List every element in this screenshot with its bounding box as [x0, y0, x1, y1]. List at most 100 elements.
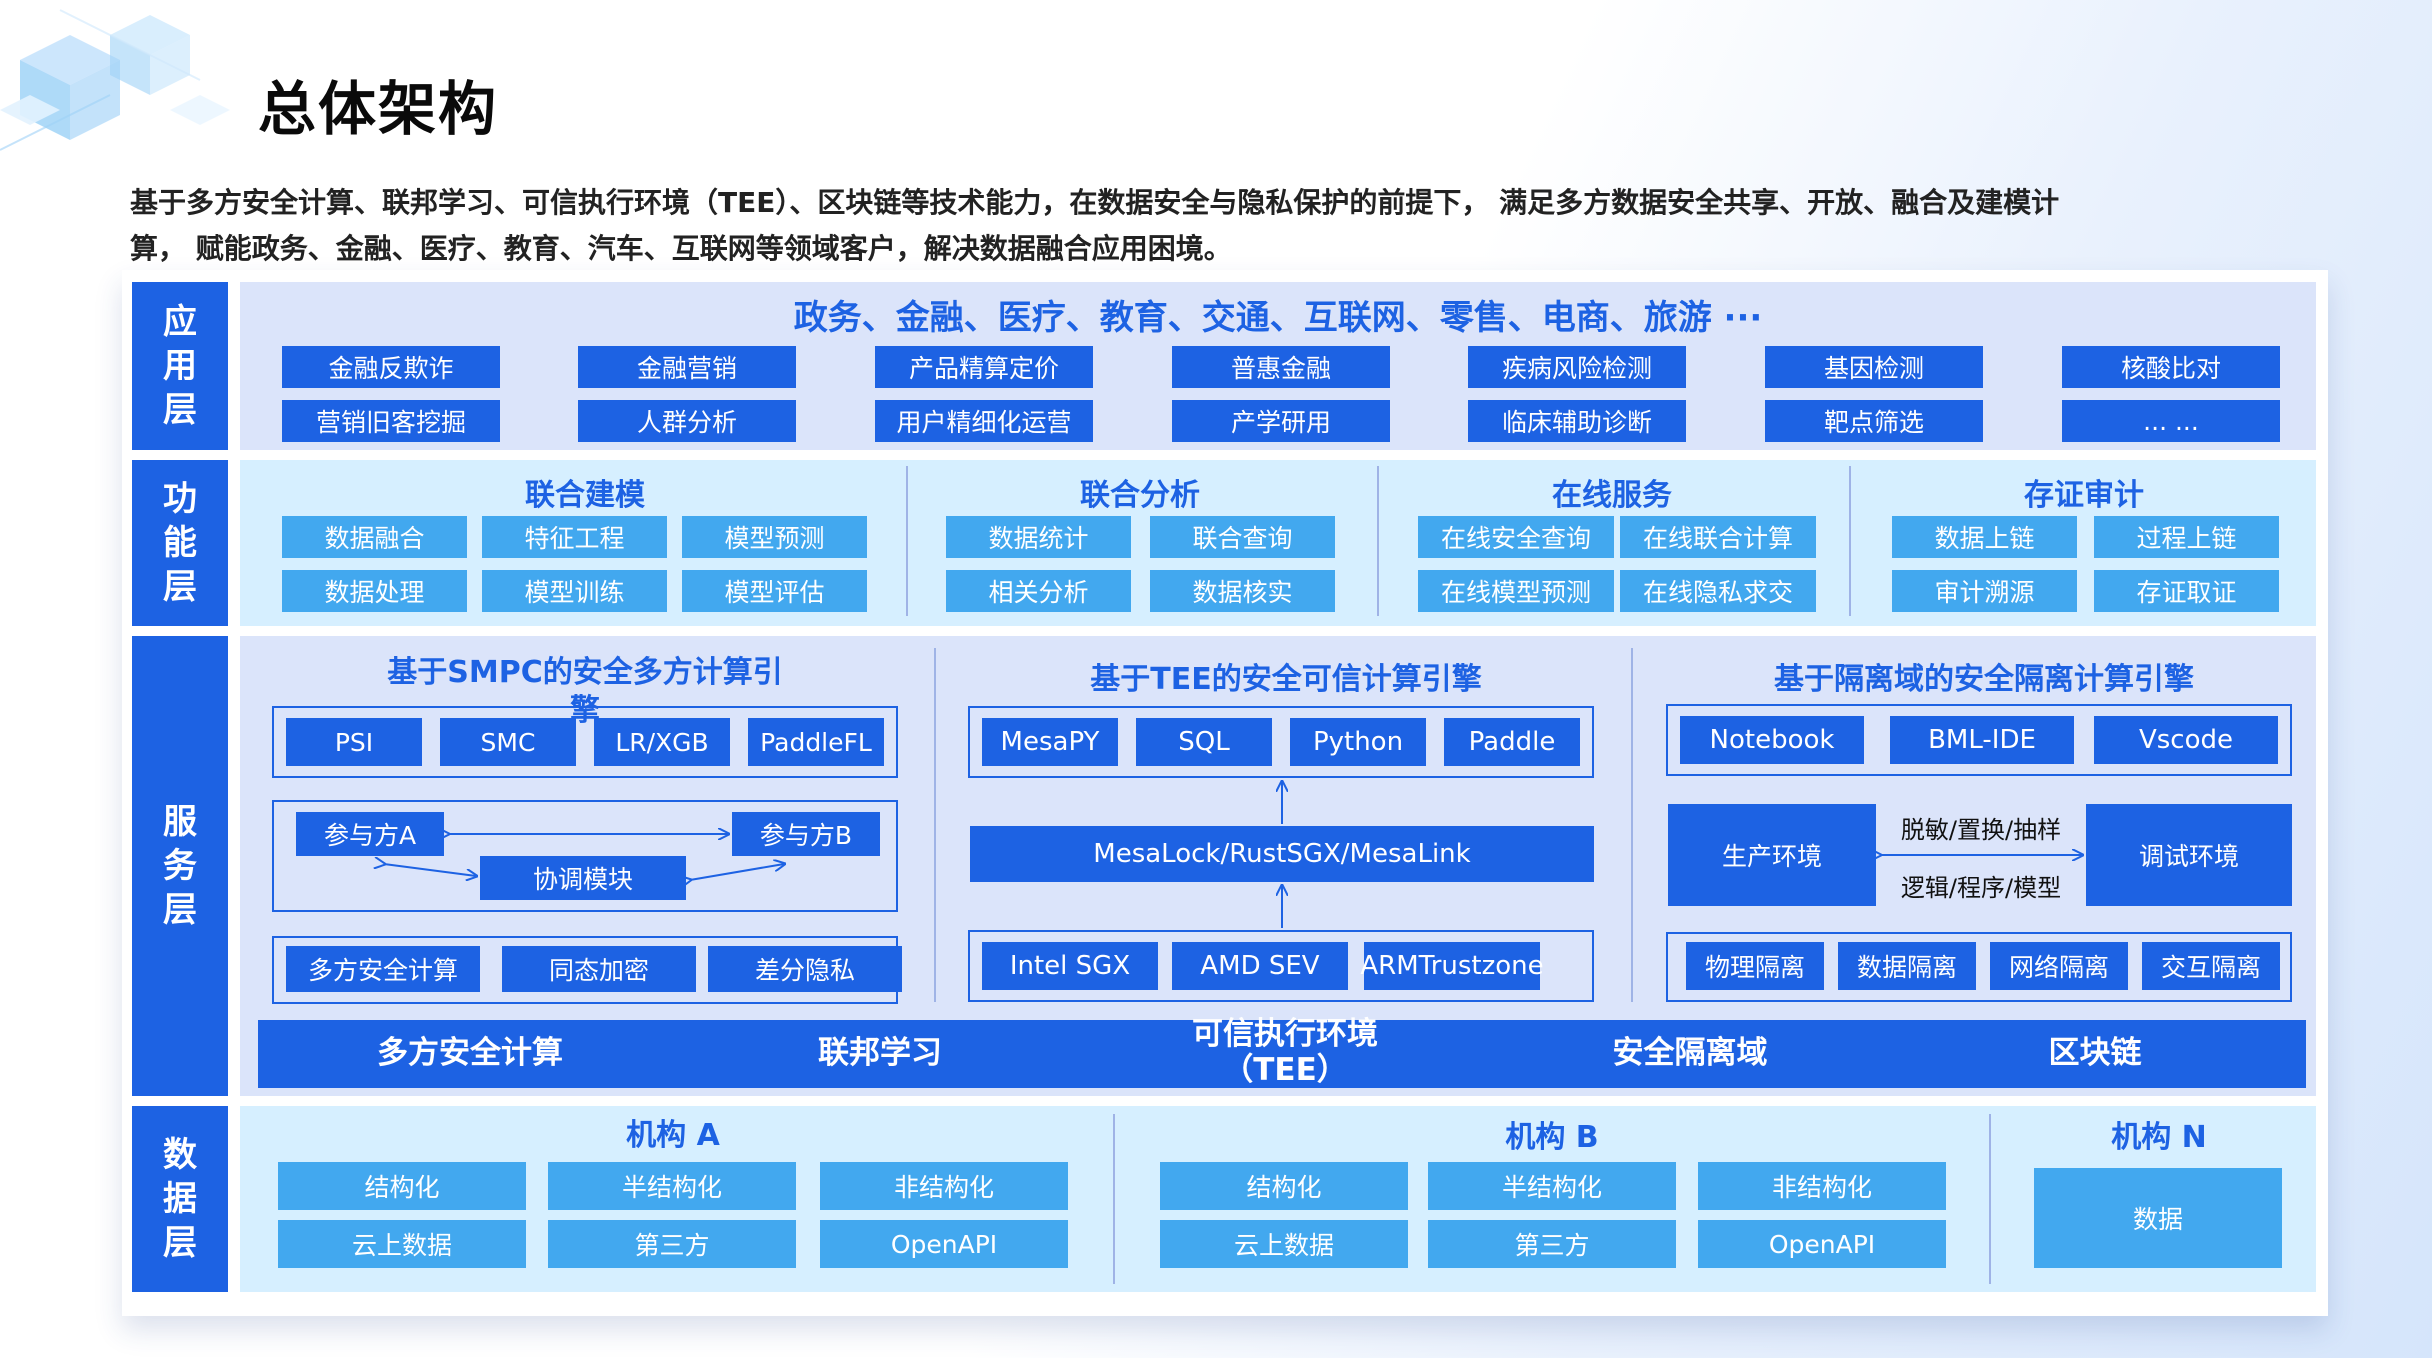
- function-group-title: 存证审计: [2024, 478, 2144, 513]
- isolation-ide-frame: [1666, 704, 2292, 776]
- layer-label-data: 数据层: [132, 1106, 228, 1292]
- isolation-ide-box: Vscode: [2094, 716, 2278, 764]
- smpc-technique-box: 差分隐私: [708, 946, 902, 992]
- foundation-mpc: 多方安全计算: [377, 1035, 563, 1071]
- coordinator-box: 协调模块: [480, 856, 686, 900]
- data-source-box: 半结构化: [548, 1162, 796, 1210]
- org-n-title: 机构 N: [2111, 1120, 2207, 1155]
- layer-label-service: 服务层: [132, 636, 228, 1096]
- app-scenario-box: ... ...: [2062, 400, 2280, 442]
- function-item-box: 数据处理: [282, 570, 467, 612]
- function-item-box: 数据上链: [1892, 516, 2077, 558]
- tee-hardware-box: ARMTrustzone: [1360, 942, 1544, 990]
- layer-label-function: 功能层: [132, 460, 228, 626]
- smpc-algorithm-box: SMC: [440, 718, 576, 766]
- app-scenario-box: 营销旧客挖掘: [282, 400, 500, 442]
- function-item-box: 在线模型预测: [1418, 570, 1614, 612]
- function-divider: [1377, 466, 1379, 616]
- flow-label-top: 脱敏/置换/抽样: [1900, 816, 2062, 844]
- app-scenario-box: 用户精细化运营: [875, 400, 1093, 442]
- function-item-box: 存证取证: [2094, 570, 2279, 612]
- isolation-engine-title: 基于隔离域的安全隔离计算引擎: [1774, 662, 2194, 697]
- function-item-box: 模型预测: [682, 516, 867, 558]
- isolation-types-frame: [1666, 932, 2292, 1002]
- foundation-fl: 联邦学习: [818, 1035, 942, 1071]
- smpc-algorithm-box: PSI: [286, 718, 422, 766]
- page-title: 总体架构: [258, 75, 499, 143]
- service-divider: [934, 648, 936, 1002]
- intro-line-1: 基于多方安全计算、联邦学习、可信执行环境（TEE）、区块链等技术能力，在数据安全…: [130, 186, 2060, 219]
- function-divider: [1849, 466, 1851, 616]
- foundation-tee-line-1: 可信执行环境: [1192, 1016, 1378, 1052]
- isolation-type-box: 物理隔离: [1686, 942, 1824, 990]
- party-b-box: 参与方B: [732, 812, 880, 856]
- function-item-box: 数据核实: [1150, 570, 1335, 612]
- data-source-box: OpenAPI: [820, 1220, 1068, 1268]
- foundation-isolation: 安全隔离域: [1612, 1035, 1768, 1071]
- flow-label-bottom: 逻辑/程序/模型: [1900, 874, 2062, 902]
- data-source-box: 非结构化: [820, 1162, 1068, 1210]
- app-scenario-box: 普惠金融: [1172, 346, 1390, 388]
- isolation-type-box: 数据隔离: [1838, 942, 1976, 990]
- app-scenario-box: 核酸比对: [2062, 346, 2280, 388]
- function-item-box: 数据融合: [282, 516, 467, 558]
- tee-hardware-box: AMD SEV: [1172, 942, 1348, 990]
- smpc-participants-frame: [272, 800, 898, 912]
- foundation-bar: [258, 1020, 2306, 1088]
- function-item-box: 特征工程: [482, 516, 667, 558]
- data-source-box: 云上数据: [278, 1220, 526, 1268]
- foundation-tee-line-2: （TEE）: [1222, 1052, 1348, 1088]
- app-scenario-box: 疾病风险检测: [1468, 346, 1686, 388]
- app-scenario-box: 基因检测: [1765, 346, 1983, 388]
- function-item-box: 在线联合计算: [1620, 516, 1816, 558]
- function-item-box: 模型训练: [482, 570, 667, 612]
- smpc-title-line-1: 基于SMPC的安全多方计算引: [387, 655, 783, 690]
- tee-runtime-box: Paddle: [1444, 718, 1580, 766]
- data-source-box: 第三方: [1428, 1220, 1676, 1268]
- smpc-algorithm-box: LR/XGB: [594, 718, 730, 766]
- function-group-title: 联合建模: [525, 478, 645, 513]
- function-item-box: 联合查询: [1150, 516, 1335, 558]
- function-item-box: 数据统计: [946, 516, 1131, 558]
- intro-line-2: 算， 赋能政务、金融、医疗、教育、汽车、互联网等领域客户，解决数据融合应用困境。: [130, 232, 1232, 265]
- smpc-technique-box: 多方安全计算: [286, 946, 480, 992]
- function-group-title: 在线服务: [1552, 478, 1672, 513]
- org-b-title: 机构 B: [1505, 1120, 1599, 1155]
- app-scenario-box: 人群分析: [578, 400, 796, 442]
- function-item-box: 过程上链: [2094, 516, 2279, 558]
- isolation-ide-box: BML-IDE: [1890, 716, 2074, 764]
- function-item-box: 审计溯源: [1892, 570, 2077, 612]
- tee-middleware-box: MesaLock/RustSGX/MesaLink: [970, 826, 1594, 882]
- layer-label-app: 应用层: [132, 282, 228, 450]
- tee-hardware-box: Intel SGX: [982, 942, 1158, 990]
- service-divider: [1631, 648, 1633, 1002]
- isolation-type-box: 网络隔离: [1990, 942, 2128, 990]
- data-source-box: 第三方: [548, 1220, 796, 1268]
- tee-runtimes-frame: [968, 706, 1594, 778]
- data-divider: [1989, 1114, 1991, 1284]
- function-item-box: 在线安全查询: [1418, 516, 1614, 558]
- app-scenario-box: 产学研用: [1172, 400, 1390, 442]
- data-source-box: OpenAPI: [1698, 1220, 1946, 1268]
- tee-runtime-box: SQL: [1136, 718, 1272, 766]
- app-scenario-box: 靶点筛选: [1765, 400, 1983, 442]
- tee-engine-title: 基于TEE的安全可信计算引擎: [1090, 662, 1482, 697]
- function-item-box: 在线隐私求交: [1620, 570, 1816, 612]
- org-n-data-box: 数据: [2034, 1168, 2282, 1268]
- tee-runtime-box: MesaPY: [982, 718, 1118, 766]
- function-item-box: 相关分析: [946, 570, 1131, 612]
- smpc-algorithms-frame: [272, 706, 898, 778]
- production-env-box: 生产环境: [1668, 804, 1876, 906]
- intro-paragraph: 基于多方安全计算、联邦学习、可信执行环境（TEE）、区块链等技术能力，在数据安全…: [130, 180, 2290, 272]
- data-source-box: 云上数据: [1160, 1220, 1408, 1268]
- data-source-box: 结构化: [278, 1162, 526, 1210]
- foundation-tee: 可信执行环境 （TEE）: [1170, 1016, 1400, 1088]
- debug-env-box: 调试环境: [2086, 804, 2292, 906]
- app-scenario-box: 临床辅助诊断: [1468, 400, 1686, 442]
- smpc-engine-title: 基于SMPC的安全多方计算引 擎: [270, 654, 900, 730]
- data-divider: [1113, 1114, 1115, 1284]
- isolation-ide-box: Notebook: [1680, 716, 1864, 764]
- app-scenario-box: 金融反欺诈: [282, 346, 500, 388]
- tee-runtime-box: Python: [1290, 718, 1426, 766]
